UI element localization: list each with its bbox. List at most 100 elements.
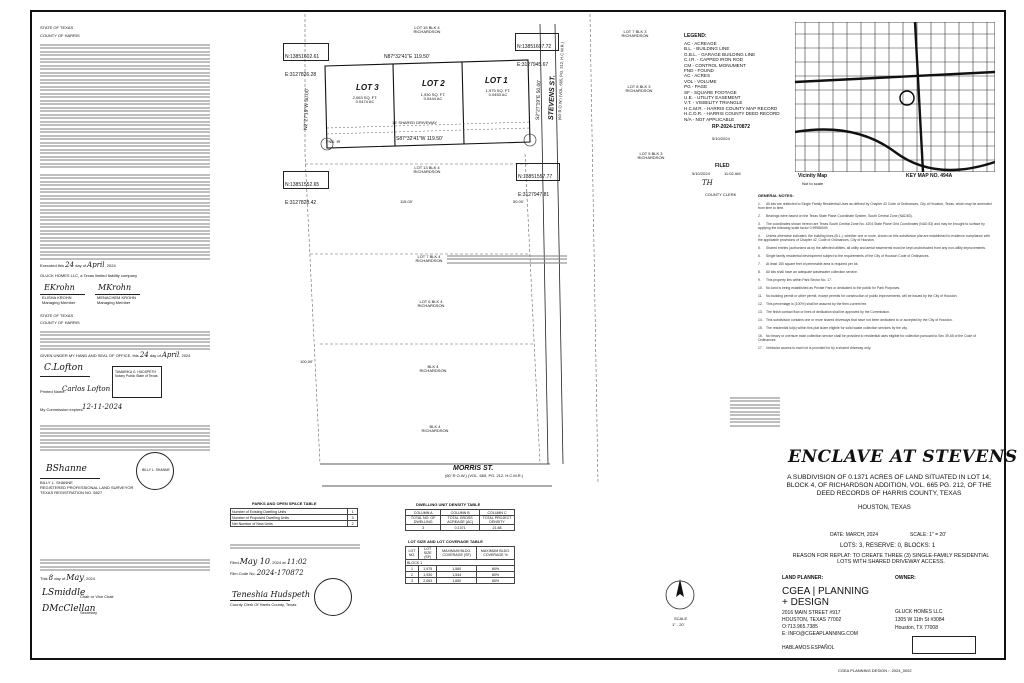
legend-item: H.C.D.R. - HARRIS COUNTY DEED RECORD	[684, 111, 780, 117]
note-item: 7.At least 150 square feet of permeable …	[758, 262, 859, 266]
commission-year: 2024	[85, 576, 95, 581]
vicinity-title: Vicinity Map	[798, 173, 828, 179]
notary-expires: 12-11-2024	[82, 403, 123, 411]
owner-dedication-text	[40, 42, 210, 168]
county-clerk-signature: Teneshia Hudspeth	[232, 590, 311, 599]
coord-sw: N:13851552.65 E:3127828.42	[283, 171, 329, 206]
clerk-cert-text	[230, 542, 360, 554]
owner-signature-2: MKrohn	[98, 283, 132, 292]
county-clerk-title: County Clerk Of Harris County, Texas	[230, 602, 297, 607]
owner-name: GLUCK HOMES LLC	[895, 609, 943, 615]
note-item: 4.Unless otherwise indicated, the buildi…	[758, 234, 990, 242]
park-table-title: PARKS AND OPEN SPACE TABLE	[252, 501, 317, 506]
filed-date: 5/10/2024	[692, 171, 710, 176]
sig1-title: Managing Member	[42, 300, 76, 305]
morris-street-sub: (60' R.O.W.) (VOL. 665, PG. 212, H.C.M.R…	[445, 473, 524, 478]
dim-50: 50.00'	[513, 199, 524, 204]
surveyor-reg: TEXAS REGISTRATION NO. 5827	[40, 490, 103, 495]
clerk-signature: TH	[702, 179, 713, 187]
notary-print-name: Carlos Lofton	[62, 385, 111, 393]
commission-sig2-title: Secretary	[80, 610, 98, 615]
commission-signature-2: DMcClellan	[42, 604, 96, 614]
company-line: GLUCK HOMES LLC, a Texas limited liabili…	[40, 273, 138, 278]
notary-stamp-text: TAMARIKA G. HUDSPETH Notary Public State…	[115, 370, 158, 378]
sig-line-2	[95, 294, 140, 295]
block-label-lot15: LOT 15 BLK 4 RICHARDSON	[413, 25, 441, 35]
planner-label: LAND PLANNER:	[782, 575, 824, 581]
planner-email: E: INFO@CGEAPLANNING.COM	[782, 631, 858, 637]
note-text: The finish contact flow or lines of dedi…	[766, 310, 891, 314]
table-cell: TOTAL PROJECT DENSITY	[479, 515, 515, 525]
note-item: 8.All lots shall have an adequate wastew…	[758, 270, 858, 274]
north-arrow-icon	[665, 579, 695, 610]
table-row: LOT NO.LOT SIZE (SF)MAXIMUM BLDG. COVERA…	[404, 546, 516, 560]
vicinity-subtitle: Not to scale	[802, 181, 824, 186]
note-text: This percentage is (100%) shall be assur…	[766, 302, 868, 306]
notary-given: GIVEN UNDER MY HAND AND SEAL OF OFFICE, …	[40, 353, 139, 358]
note-item: 14.This subdivision contains one or more…	[758, 318, 953, 322]
block-label-blk3-lot8: LOT 8 BLK 3 RICHARDSON	[625, 84, 653, 94]
clerk-file-line: Film Code No. 2024-170872	[230, 569, 304, 577]
note-item: 1.All lots are restricted to Single Fami…	[758, 202, 992, 210]
clerk-label: COUNTY CLERK	[705, 192, 737, 197]
owner-label: OWNER:	[895, 575, 916, 581]
table-cell: TOTAL GROSS ACREAGE (AC)	[440, 515, 481, 525]
fnd-label: FND. IR	[326, 139, 341, 144]
legend-item: SF - SQUARE FOOTAGE	[684, 89, 737, 95]
scale-value: 1" - 20'	[672, 622, 685, 627]
note-item: 2.Bearings were based on the Texas State…	[758, 214, 913, 218]
notary-sig-line	[40, 376, 90, 377]
legend-item: N/A - NOT APPLICABLE	[684, 116, 735, 122]
notary-expires-label: My Commission expires:	[40, 407, 84, 412]
further-notes-text	[447, 253, 567, 269]
plat-date: DATE: MARCH, 2024	[830, 532, 878, 538]
lot-2-area: 1,930 SQ. FT. 0.0444 AC	[420, 92, 446, 102]
owner-signature-1: EKrohn	[44, 283, 75, 292]
filed-time: 11:02 AM	[724, 171, 741, 176]
note-item: 12.This percentage is (100%) shall be as…	[758, 302, 868, 306]
note-text: No heavy or oversize trash collection se…	[758, 334, 976, 342]
notes-title: GENERAL NOTES:	[758, 193, 794, 198]
note-text: Vehicular access to each lot is provided…	[766, 346, 872, 350]
note-text: All lots are restricted to Single Family…	[758, 202, 992, 210]
notary-print-label: Printed Name:	[40, 389, 66, 394]
legend-item: C.I.R. - CAPPED IRON ROD	[684, 57, 743, 63]
surveyor-signature: BShanne	[46, 464, 87, 474]
legend-item: H.C.M.R. - HARRIS COUNTY MAP RECORD	[684, 105, 778, 111]
block-label-blk4b: BLK 4 RICHARDSON	[421, 424, 449, 434]
table-cell: 2,063	[418, 577, 438, 584]
bearing-top: N87°32'41"E 119.50'	[384, 54, 430, 60]
legend-item: U.E. - UTILITY EASEMENT	[684, 95, 741, 101]
lot-3-label: LOT 3	[356, 83, 379, 92]
legend-list: AC - ACREAGE B.L. - BUILDING LINE G.B.L.…	[684, 41, 780, 122]
state-header-2: STATE OF TEXAS	[40, 313, 74, 318]
planner-lang: HABLAMOS ESPAÑOL	[782, 645, 835, 651]
owner-dedication-text-2	[40, 172, 210, 260]
replat-reason: REASON FOR REPLAT: TO CREATE THREE (3) S…	[792, 553, 990, 566]
key-map: KEY MAP NO. 494A	[906, 173, 953, 179]
lot-1-area: 1,975 SQ. FT. 0.0453 AC	[485, 88, 511, 98]
plat-subtitle: A SUBDIVISION OF 0.1371 ACRES OF LAND SI…	[786, 474, 992, 497]
surveyor-sig-line	[40, 478, 100, 479]
bearing-bottom: S87°32'41"W 119.50'	[396, 136, 443, 142]
lot-3-area: 2,063 SQ. FT. 0.0474 AC	[352, 95, 378, 105]
scale-label: SCALE	[674, 616, 688, 621]
dim-100: 100.00'	[300, 359, 313, 364]
note-text: All lots shall have an adequate wastewat…	[766, 270, 858, 274]
vicinity-map	[795, 22, 995, 172]
surveyor-text	[40, 423, 210, 457]
planner-addr2: HOUSTON, TEXAS 77002	[782, 617, 842, 623]
legend-item: PG - PAGE	[684, 84, 708, 90]
note-text: This subdivision contains one or more sh…	[766, 318, 953, 322]
lot-table: LOT NO.LOT SIZE (SF)MAXIMUM BLDG. COVERA…	[404, 546, 516, 584]
sig-line-1	[40, 294, 85, 295]
note-item: 13.The finish contact flow or lines of d…	[758, 310, 891, 314]
owner-month: April	[87, 261, 105, 269]
table-cell: Net Number of New Units	[229, 520, 349, 527]
note-text: Single family residential development su…	[766, 254, 930, 258]
revision-box	[912, 636, 976, 654]
block-label-blk3-lot7: LOT 7 BLK 3 RICHARDSON	[621, 29, 649, 39]
legend-item: B.L. - BUILDING LINE	[684, 46, 730, 52]
